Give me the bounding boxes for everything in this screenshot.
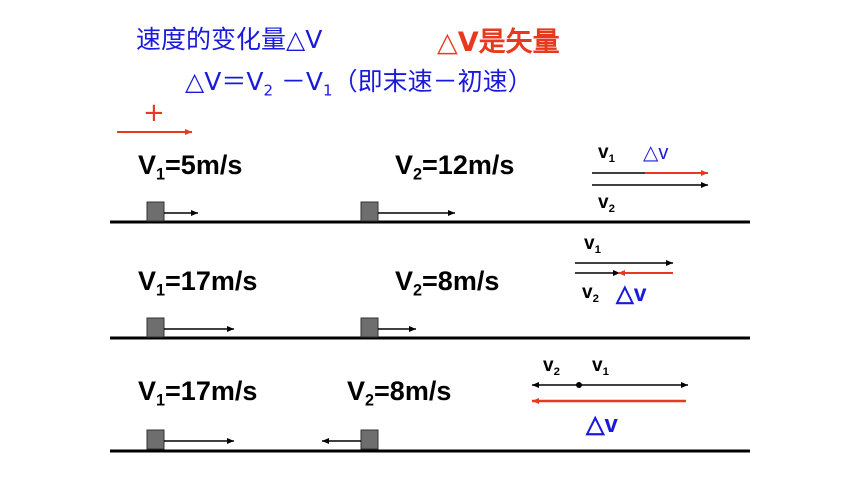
formula-prefix: △V＝V bbox=[185, 67, 264, 96]
formula-suffix: （即末速－初速） bbox=[332, 67, 533, 96]
diagram1-dv-label: △v bbox=[643, 142, 669, 164]
formula-sub1: 1 bbox=[323, 81, 333, 100]
row3-v1-label: V1=17m/s bbox=[138, 376, 258, 410]
vector-note: △V是矢量 bbox=[437, 27, 560, 58]
diagram1-v1-label: v1 bbox=[598, 142, 615, 165]
row3-v2-label: V2=8m/s bbox=[347, 376, 452, 410]
block-icon bbox=[146, 317, 165, 338]
block-icon bbox=[146, 201, 165, 222]
diagram3-v2-label: v2 bbox=[543, 355, 560, 378]
positive-sign: + bbox=[143, 98, 165, 128]
block-icon bbox=[360, 429, 379, 450]
diagram3-dv-label: △v bbox=[586, 411, 618, 438]
diagram2-v2-label: v2 bbox=[582, 282, 599, 305]
diagram2-v1-label: v1 bbox=[584, 233, 601, 256]
row2-v2-label: V2=8m/s bbox=[395, 266, 500, 300]
block-icon bbox=[360, 317, 379, 338]
block-icon bbox=[146, 429, 165, 450]
formula-line: △V＝V2 －V1（即末速－初速） bbox=[185, 62, 533, 99]
formula-mid: －V bbox=[272, 67, 324, 96]
title-line1: 速度的变化量△V bbox=[136, 25, 323, 54]
row1-v2-label: V2=12m/s bbox=[395, 150, 515, 184]
formula-sub2: 2 bbox=[263, 81, 273, 100]
diagram3-v1-label: v1 bbox=[592, 355, 609, 378]
block-icon bbox=[360, 201, 379, 222]
row2-v1-label: V1=17m/s bbox=[138, 266, 258, 300]
diagram2-dv-label: △v bbox=[616, 280, 647, 306]
row1-v1-label: V1=5m/s bbox=[138, 150, 243, 184]
diagram1-v2-label: v2 bbox=[598, 192, 615, 215]
